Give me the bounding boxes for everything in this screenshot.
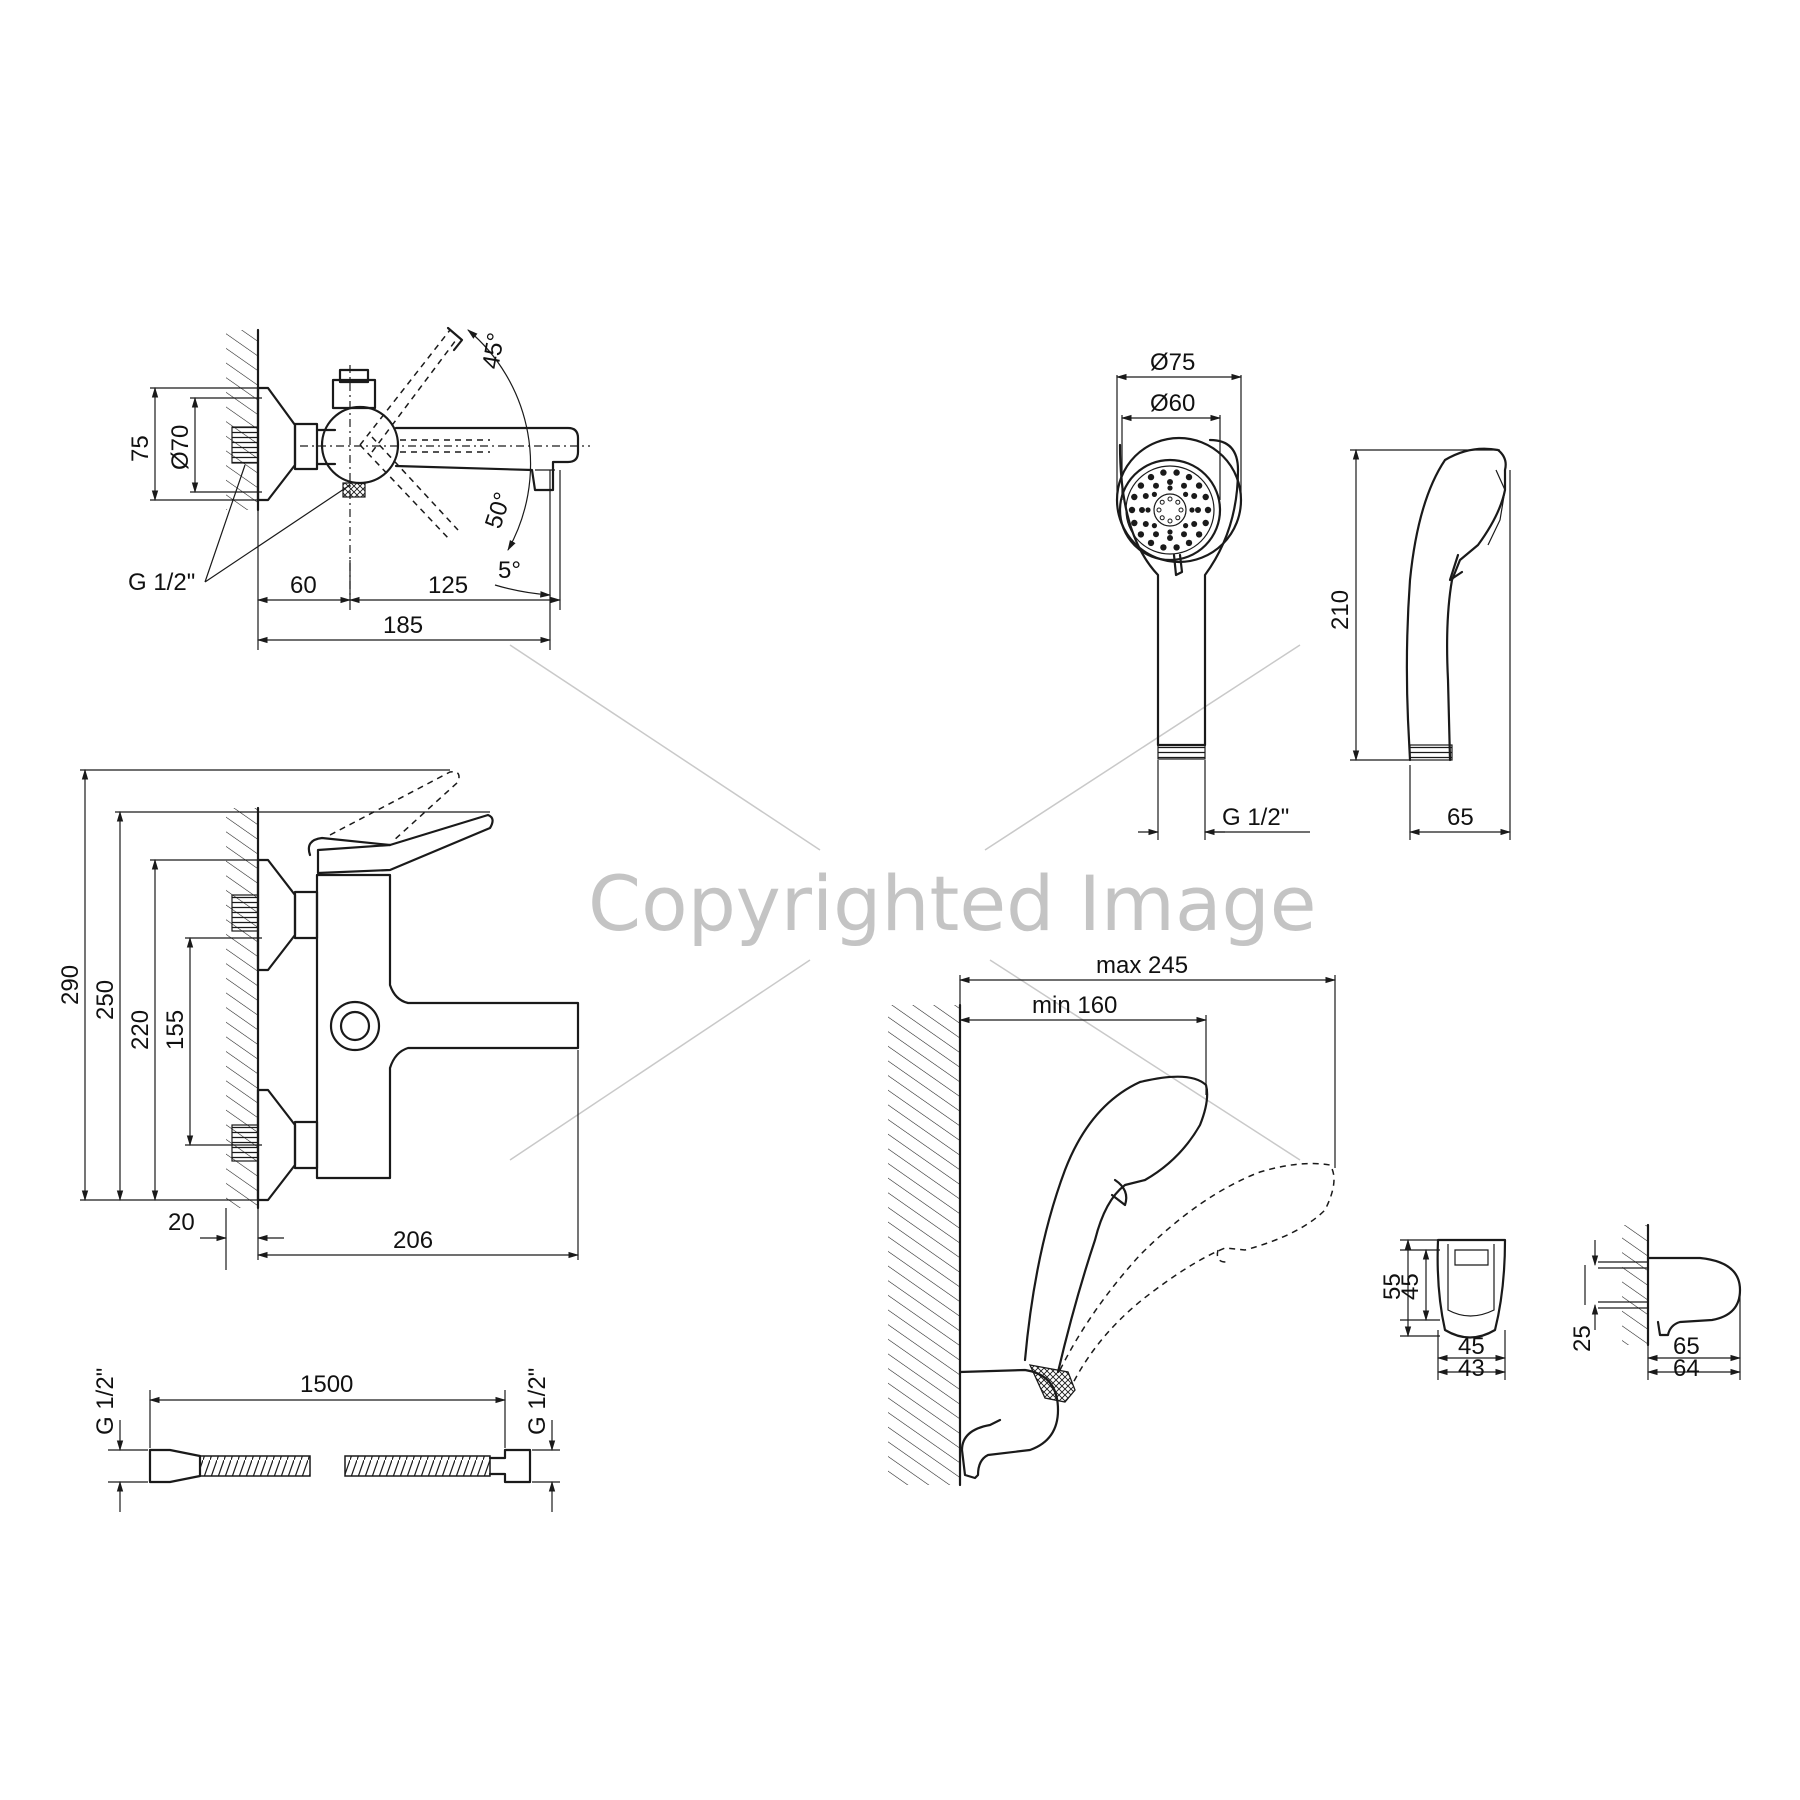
nozzle-dot xyxy=(1153,531,1159,538)
dim-43: 43 xyxy=(1458,1355,1485,1382)
nozzle-dot xyxy=(1173,469,1180,476)
nozzle-dot xyxy=(1181,531,1187,538)
nozzle-dot xyxy=(1195,507,1201,513)
dim-45-vertical: 45 xyxy=(1397,1273,1424,1300)
dim-75: 75 xyxy=(127,435,154,462)
dim-125: 125 xyxy=(428,572,468,599)
thread-label: G 1/2" xyxy=(128,569,195,596)
shower-head-front: G 1/2" Ø75 Ø60 xyxy=(1115,349,1310,840)
bracket-side: 25 65 64 xyxy=(1569,1223,1742,1382)
shower-thread: G 1/2" xyxy=(1222,804,1289,831)
nozzle-dot xyxy=(1191,521,1198,527)
nozzle-dot xyxy=(1159,515,1165,521)
nozzle-pattern xyxy=(1128,469,1212,551)
dim-dia60: Ø60 xyxy=(1150,390,1195,417)
dim-210: 210 xyxy=(1327,590,1354,630)
dim-64: 64 xyxy=(1673,1355,1700,1382)
nozzle-dot xyxy=(1160,544,1167,551)
dim-25: 25 xyxy=(1569,1325,1596,1352)
nozzle-dot xyxy=(1147,539,1155,547)
nozzle-dot xyxy=(1173,544,1180,551)
nozzle-dot xyxy=(1189,507,1195,513)
nozzle-dot xyxy=(1145,507,1151,513)
dim-60: 60 xyxy=(290,572,317,599)
nozzle-dot xyxy=(1175,515,1181,521)
dim-dia75: Ø75 xyxy=(1150,349,1195,376)
nozzle-dot xyxy=(1204,506,1212,514)
nozzle-dot xyxy=(1195,531,1203,538)
nozzle-dot xyxy=(1167,496,1173,502)
dim-dia70: Ø70 xyxy=(167,425,194,470)
dim-206: 206 xyxy=(393,1227,433,1254)
nozzle-dot xyxy=(1139,507,1145,513)
nozzle-dot xyxy=(1202,493,1209,501)
nozzle-dot xyxy=(1167,518,1173,524)
dim-250: 250 xyxy=(92,980,119,1020)
angle-45: 45° xyxy=(477,331,510,371)
dim-185: 185 xyxy=(383,612,423,639)
dim-max245: max 245 xyxy=(1096,952,1188,979)
nozzle-dot xyxy=(1195,482,1203,489)
nozzle-dot xyxy=(1153,482,1159,489)
nozzle-dot xyxy=(1191,493,1198,499)
dim-min160: min 160 xyxy=(1032,992,1117,1019)
nozzle-dot xyxy=(1151,491,1157,497)
dim-155: 155 xyxy=(162,1010,189,1050)
nozzle-dot xyxy=(1156,507,1162,513)
nozzle-dot xyxy=(1128,506,1136,514)
dim-45-horizontal: 45 xyxy=(1458,1333,1485,1360)
watermark: Copyrighted Image xyxy=(509,644,1317,1161)
holder-assembly: max 245 min 160 xyxy=(888,952,1337,1487)
mixer-top-view: 75 Ø70 G 1/2" 60 125 185 45° 50° 5° xyxy=(127,326,590,650)
mixer-front-view: 290 250 220 155 20 206 xyxy=(57,768,580,1270)
nozzle-dot xyxy=(1178,507,1184,513)
dim-55: 55 xyxy=(1379,1273,1406,1300)
nozzle-dot xyxy=(1147,473,1155,481)
nozzle-dot xyxy=(1185,539,1193,547)
nozzle-dot xyxy=(1137,482,1145,489)
watermark-text: Copyrighted Image xyxy=(588,859,1317,948)
nozzle-dot xyxy=(1131,519,1138,527)
angle-50: 50° xyxy=(480,489,517,532)
dim-220: 220 xyxy=(127,1010,154,1050)
hose-thread-right: G 1/2" xyxy=(524,1368,551,1435)
nozzle-dot xyxy=(1175,499,1181,505)
hose-view: 1500 G 1/2" G 1/2" xyxy=(92,1368,560,1512)
bracket-front: 55 45 45 43 xyxy=(1379,1238,1507,1382)
nozzle-dot xyxy=(1167,535,1173,541)
dim-290: 290 xyxy=(57,965,84,1005)
hose-thread-left: G 1/2" xyxy=(92,1368,119,1435)
angle-5: 5° xyxy=(498,557,521,584)
nozzle-dot xyxy=(1151,523,1157,529)
nozzle-dot xyxy=(1142,493,1149,499)
nozzle-dot xyxy=(1167,479,1173,485)
dim-20: 20 xyxy=(168,1209,195,1236)
nozzle-dot xyxy=(1131,493,1138,501)
hose-length: 1500 xyxy=(300,1371,353,1398)
nozzle-dot xyxy=(1167,485,1173,491)
nozzle-dot xyxy=(1159,499,1165,505)
nozzle-dot xyxy=(1183,523,1189,529)
nozzle-dot xyxy=(1160,469,1167,476)
shower-head-side: 210 65 xyxy=(1327,447,1512,840)
nozzle-dot xyxy=(1137,531,1145,538)
nozzle-dot xyxy=(1202,519,1209,527)
nozzle-dot xyxy=(1142,521,1149,527)
nozzle-dot xyxy=(1181,482,1187,489)
nozzle-dot xyxy=(1167,529,1173,535)
dim-65-side: 65 xyxy=(1673,1333,1700,1360)
dim-65: 65 xyxy=(1447,804,1474,831)
nozzle-dot xyxy=(1183,491,1189,497)
wall-hatching xyxy=(226,330,258,510)
nozzle-dot xyxy=(1185,473,1193,481)
